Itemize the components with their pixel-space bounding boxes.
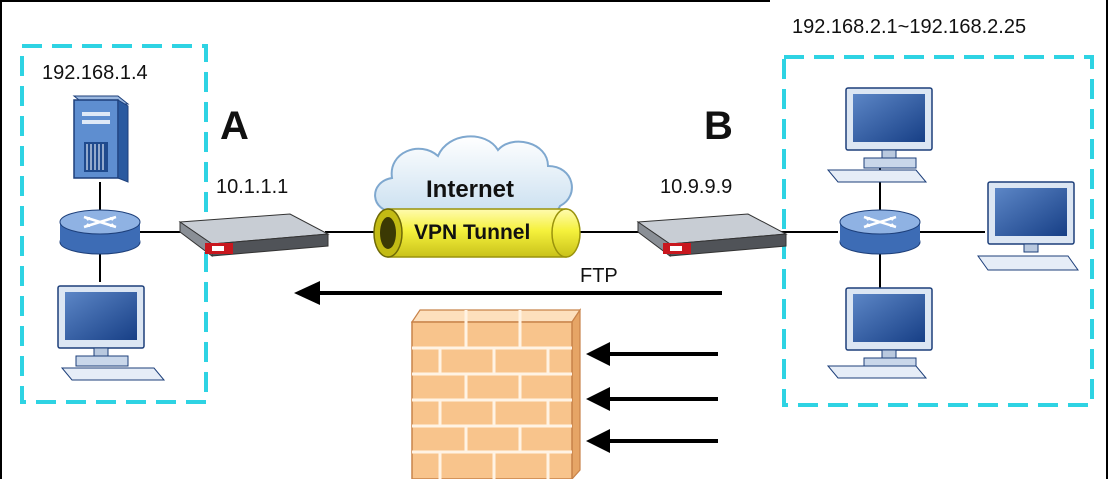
router-device-icon: [178, 213, 330, 257]
arrow-icon: [586, 342, 718, 366]
vpn-tunnel-label: VPN Tunnel: [414, 221, 531, 244]
pc-icon: [57, 285, 166, 381]
switch-icon: [839, 209, 921, 255]
router-b-label: B: [704, 104, 733, 148]
right-network-range-label: 192.168.2.1~192.168.2.25: [792, 16, 1027, 38]
ftp-arrow-icon: [294, 281, 722, 305]
connection-lines: [99, 165, 985, 290]
arrow-icon: [586, 429, 718, 453]
right-network-boundary: [782, 55, 1094, 407]
pc-icon: [826, 87, 933, 183]
router-device-icon: [636, 213, 788, 257]
cloud-icon: [374, 135, 573, 217]
left-network-ip-label: 192.168.1.4: [42, 62, 148, 84]
arrow-icon: [586, 387, 718, 411]
ftp-label: FTP: [580, 265, 618, 287]
router-a-ip-label: 10.1.1.1: [216, 176, 289, 198]
pc-icon: [977, 181, 1079, 271]
router-b-ip-label: 10.9.9.9: [660, 176, 733, 198]
vpn-tunnel-icon: [373, 208, 581, 258]
switch-icon: [59, 209, 141, 255]
internet-label: Internet: [426, 176, 515, 203]
router-a-label: A: [220, 104, 249, 148]
figure-top-border: [0, 0, 770, 2]
server-icon: [72, 95, 130, 183]
blocked-traffic-arrows: [586, 342, 718, 453]
pc-icon: [826, 287, 933, 379]
firewall-icon: [410, 308, 582, 479]
